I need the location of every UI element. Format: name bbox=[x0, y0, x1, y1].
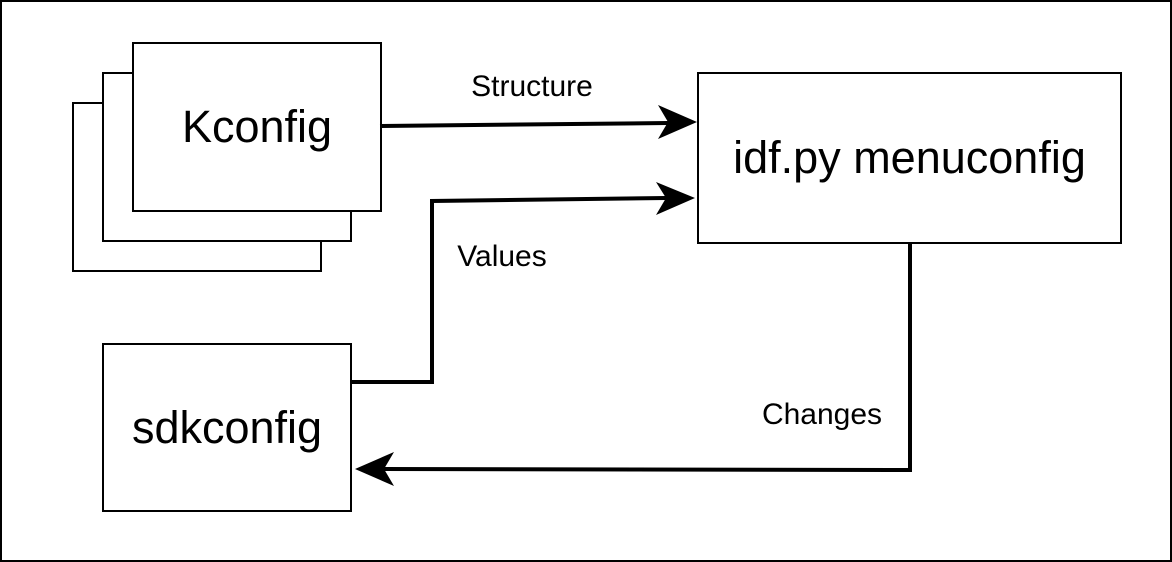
node-sdkconfig-label: sdkconfig bbox=[131, 401, 323, 453]
edge-values bbox=[352, 182, 695, 384]
edge-changes-line bbox=[383, 244, 912, 473]
edge-changes-arrowhead-icon bbox=[355, 452, 394, 486]
node-sdkconfig: sdkconfig bbox=[102, 343, 352, 512]
edge-values-line bbox=[352, 196, 667, 384]
edge-structure-label: Structure bbox=[471, 70, 593, 103]
node-kconfig-label: Kconfig bbox=[181, 101, 333, 153]
edge-changes-label: Changes bbox=[761, 398, 883, 431]
node-kconfig: Kconfig bbox=[132, 42, 382, 212]
edge-values-label: Values bbox=[457, 240, 547, 273]
edge-structure-line bbox=[379, 121, 669, 128]
node-idf-py-menuconfig-label: idf.py menuconfig bbox=[733, 132, 1086, 184]
node-idf-py-menuconfig: idf.py menuconfig bbox=[697, 72, 1122, 244]
edge-changes bbox=[355, 244, 912, 486]
edge-values-arrowhead-icon bbox=[656, 182, 695, 215]
edge-structure bbox=[379, 105, 697, 139]
edge-structure-arrowhead-icon bbox=[658, 105, 697, 139]
